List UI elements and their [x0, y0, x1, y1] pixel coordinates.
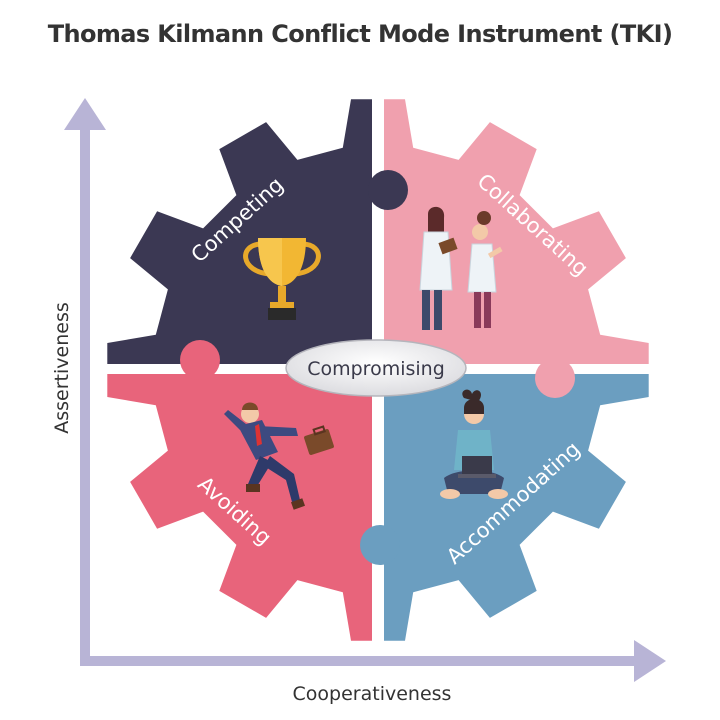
running-businessman-icon: [224, 402, 334, 510]
y-axis-label: Assertiveness: [51, 302, 73, 434]
puzzle-knob-bottom: [360, 525, 400, 565]
trophy-icon: [243, 238, 321, 320]
accommodating-gear-piece: [384, 374, 649, 641]
person-with-laptop-icon: [440, 389, 508, 499]
puzzle-knob-left: [180, 340, 220, 380]
y-axis-line: [80, 122, 90, 666]
x-axis-line: [80, 656, 640, 666]
diagram-title: Thomas Kilmann Conflict Mode Instrument …: [47, 20, 673, 48]
y-axis-arrow-icon: [64, 98, 106, 130]
quadrant-competing: [107, 99, 372, 364]
x-axis-arrow-icon: [634, 640, 666, 682]
quadrant-collaborating: [384, 99, 649, 364]
competing-gear-piece: [107, 99, 372, 364]
puzzle-knob-right: [535, 358, 575, 398]
compromising-center: Compromising: [285, 339, 467, 397]
puzzle-knob-top: [368, 170, 408, 210]
colleagues-icon: [419, 206, 503, 330]
axes: Cooperativeness Assertiveness: [51, 98, 666, 705]
compromising-label: Compromising: [307, 358, 445, 380]
collaborating-gear-piece: [384, 99, 649, 364]
quadrant-accommodating: [384, 374, 649, 641]
x-axis-label: Cooperativeness: [293, 683, 452, 705]
